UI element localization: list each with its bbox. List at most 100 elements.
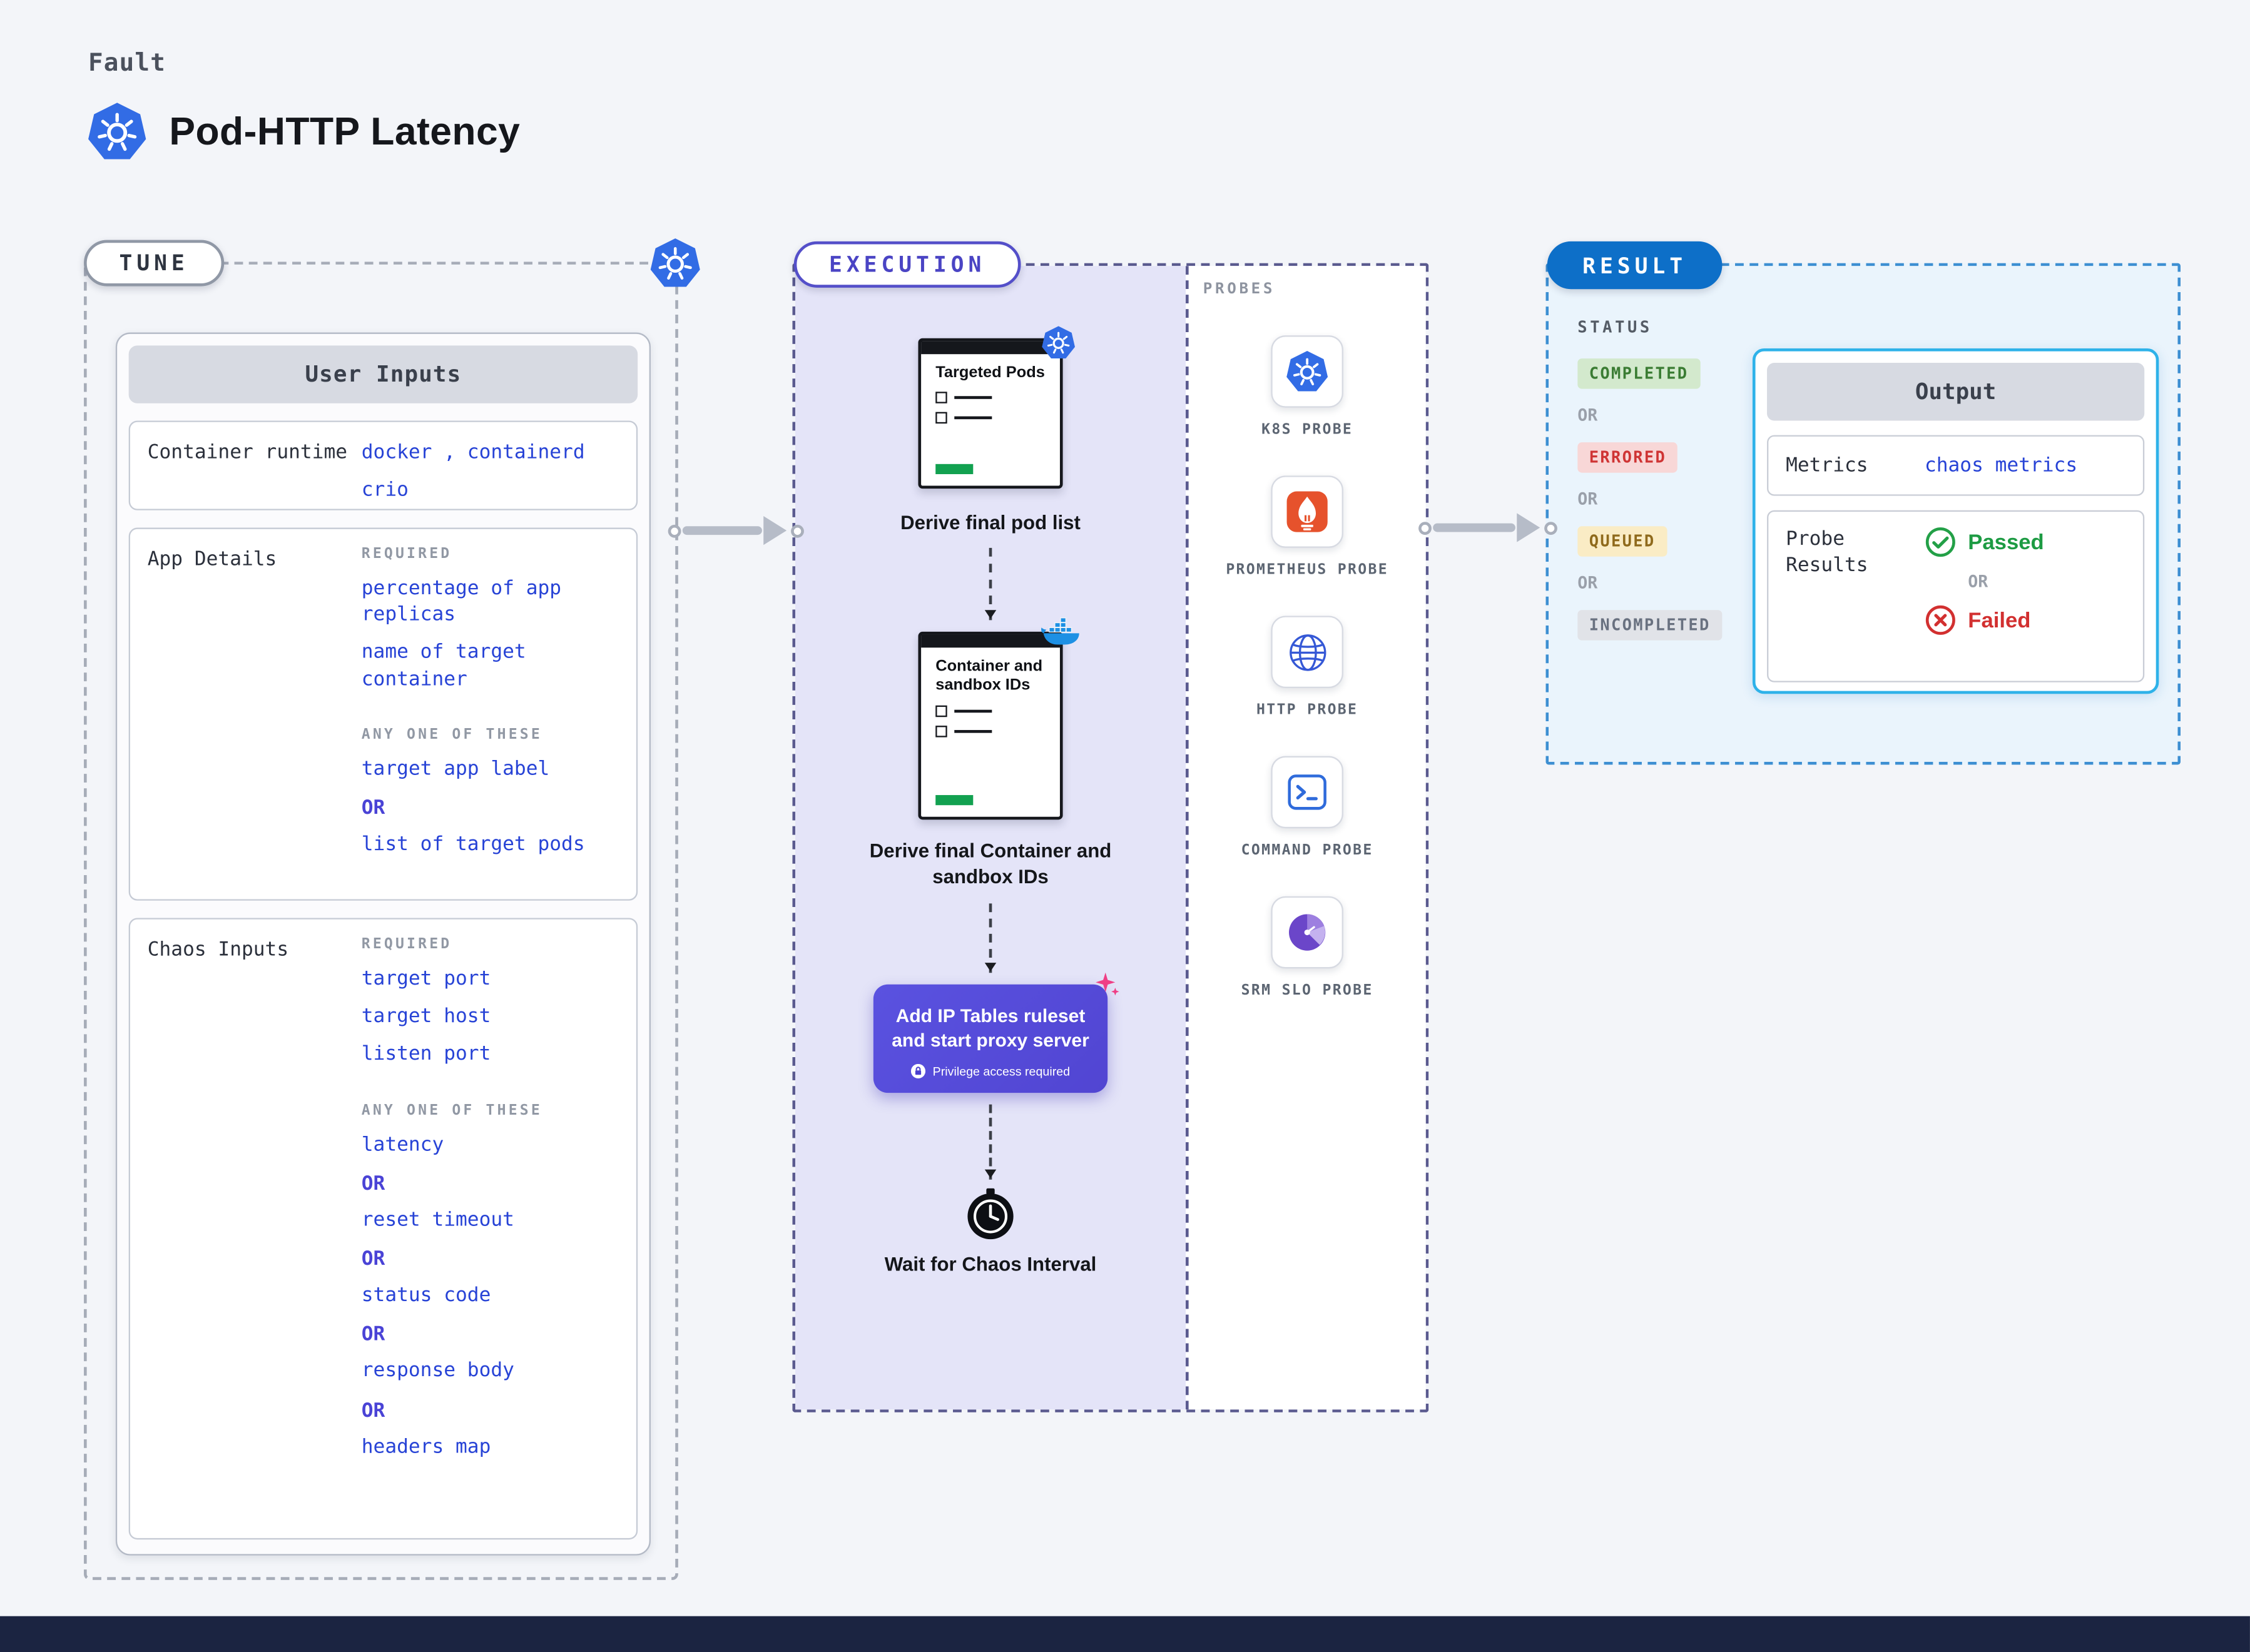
status-badge-incompleted: INCOMPLETED: [1577, 610, 1723, 641]
execution-flow: Targeted Pods Derive final pod list Cont…: [795, 266, 1186, 1410]
line-icon: [954, 417, 992, 420]
failed-label: Failed: [1968, 607, 2031, 633]
down-arrow: [984, 548, 997, 621]
arrow-shaft: [1433, 523, 1515, 532]
doc-title: Container and sandbox IDs: [935, 658, 1043, 695]
required-label: REQUIRED: [361, 546, 452, 562]
tune-badge: TUNE: [84, 240, 225, 286]
probe-results-row: Probe Results Passed OR Failed: [1767, 510, 2145, 682]
or-separator: OR: [1968, 570, 1988, 592]
chaos-anyone-item: headers map: [361, 1434, 491, 1458]
or-separator: OR: [1577, 405, 1598, 425]
any-one-label: ANY ONE OF THESE: [361, 727, 542, 743]
step-caption: Derive final pod list: [900, 512, 1081, 534]
chaos-anyone-item: reset timeout: [361, 1208, 514, 1232]
action-text: Add IP Tables ruleset and start proxy se…: [892, 1004, 1089, 1051]
sparkle-icon: [1094, 971, 1121, 997]
probe-name: SRM SLO PROBE: [1241, 983, 1373, 999]
privilege-note-text: Privilege access required: [932, 1063, 1071, 1078]
probe-command: COMMAND PROBE: [1220, 756, 1393, 862]
flow-arrow: [668, 515, 804, 547]
passed-result: Passed: [1925, 526, 2125, 558]
chaos-anyone-item: latency: [361, 1133, 444, 1157]
footer-bar: [0, 1616, 2250, 1652]
step-caption: Derive final Container and sandbox IDs: [869, 840, 1112, 888]
or-separator: OR: [361, 796, 385, 820]
kubernetes-icon: [649, 237, 701, 289]
checkbox-icon: [935, 412, 947, 424]
or-separator: OR: [361, 1247, 385, 1271]
status-badge-completed: COMPLETED: [1577, 358, 1700, 389]
container-runtime-label: Container runtime: [147, 440, 348, 464]
user-inputs-title: User Inputs: [128, 345, 638, 403]
flow-arrow: [1418, 512, 1557, 544]
app-anyone-item: list of target pods: [361, 833, 585, 856]
connector-port: [1544, 521, 1557, 534]
metrics-value: chaos metrics: [1924, 454, 2078, 477]
globe-icon: [1286, 631, 1328, 673]
checkbox-icon: [935, 704, 947, 717]
prometheus-icon: [1285, 490, 1328, 533]
probe-results-values: Passed OR Failed: [1925, 526, 2125, 666]
chaos-required-item: target port: [361, 967, 491, 991]
container-sandbox-doc: Container and sandbox IDs: [918, 632, 1062, 820]
kubernetes-icon: [87, 101, 148, 162]
probe-name: PROMETHEUS PROBE: [1226, 562, 1388, 579]
kubernetes-icon: [1285, 350, 1328, 393]
output-title: Output: [1767, 363, 2145, 421]
connector-port: [668, 524, 681, 537]
any-one-label: ANY ONE OF THESE: [361, 1102, 542, 1118]
chaos-required-item: listen port: [361, 1043, 491, 1067]
status-badge-queued: QUEUED: [1577, 526, 1667, 557]
kubernetes-icon: [1041, 325, 1076, 360]
docker-icon: [1041, 616, 1082, 649]
or-separator: OR: [361, 1398, 385, 1422]
status-label: STATUS: [1577, 318, 1652, 337]
tune-section: TUNE User Inputs Container runtime docke…: [84, 261, 678, 1580]
doc-list-item: [935, 704, 1046, 717]
probe-name: COMMAND PROBE: [1241, 843, 1373, 859]
app-required-item: name of target container: [361, 641, 526, 691]
result-section: RESULT STATUS COMPLETED OR ERRORED OR QU…: [1545, 241, 2181, 765]
container-runtime-row: Container runtime docker , containerd cr…: [128, 420, 638, 510]
iptables-action-box: Add IP Tables ruleset and start proxy se…: [873, 984, 1107, 1093]
output-card: Output Metrics chaos metrics Probe Resul…: [1752, 348, 2159, 694]
doc-list-item: [935, 412, 1046, 424]
probes-panel: PROBES K8S PROBE PROMETHEUS PROBE HTTP P…: [1186, 266, 1426, 1410]
progress-bar: [935, 795, 974, 806]
probe-prometheus: PROMETHEUS PROBE: [1220, 475, 1393, 581]
probe-srm-slo: SRM SLO PROBE: [1220, 896, 1393, 1002]
connector-port: [791, 524, 804, 537]
chaos-anyone-item: response body: [361, 1359, 514, 1383]
runtime-value: crio: [361, 479, 409, 502]
execution-badge: EXECUTION: [793, 241, 1021, 288]
slo-pie-icon: [1287, 912, 1328, 953]
or-separator: OR: [1577, 572, 1598, 593]
down-arrow: [984, 903, 997, 973]
app-details-row: App Details REQUIRED percentage of app r…: [128, 527, 638, 901]
passed-label: Passed: [1968, 529, 2044, 555]
or-separator: OR: [1577, 489, 1598, 509]
line-icon: [954, 709, 992, 712]
chaos-inputs-row: Chaos Inputs REQUIRED target port target…: [128, 918, 638, 1540]
doc-title: Targeted Pods: [935, 364, 1045, 382]
fault-kicker: Fault: [88, 49, 166, 78]
chaos-inputs-label: Chaos Inputs: [147, 938, 289, 961]
arrow-head: [763, 516, 787, 545]
step-caption: Wait for Chaos Interval: [884, 1253, 1097, 1275]
privilege-note: Privilege access required: [891, 1063, 1091, 1078]
progress-bar: [935, 464, 974, 475]
checkbox-icon: [935, 392, 947, 404]
down-arrow: [984, 1104, 997, 1180]
arrow-head: [1517, 513, 1540, 542]
execution-section: EXECUTION Targeted Pods Derive final pod…: [792, 241, 1429, 1412]
check-circle-icon: [1925, 526, 1957, 558]
status-column: STATUS COMPLETED OR ERRORED OR QUEUED OR…: [1577, 318, 1739, 641]
metrics-label: Metrics: [1786, 454, 1868, 477]
page-header: Pod-HTTP Latency: [87, 101, 521, 162]
terminal-icon: [1287, 772, 1328, 813]
line-icon: [954, 396, 992, 400]
or-separator: OR: [361, 1323, 385, 1347]
container-runtime-values: docker , containerd crio: [362, 440, 619, 504]
